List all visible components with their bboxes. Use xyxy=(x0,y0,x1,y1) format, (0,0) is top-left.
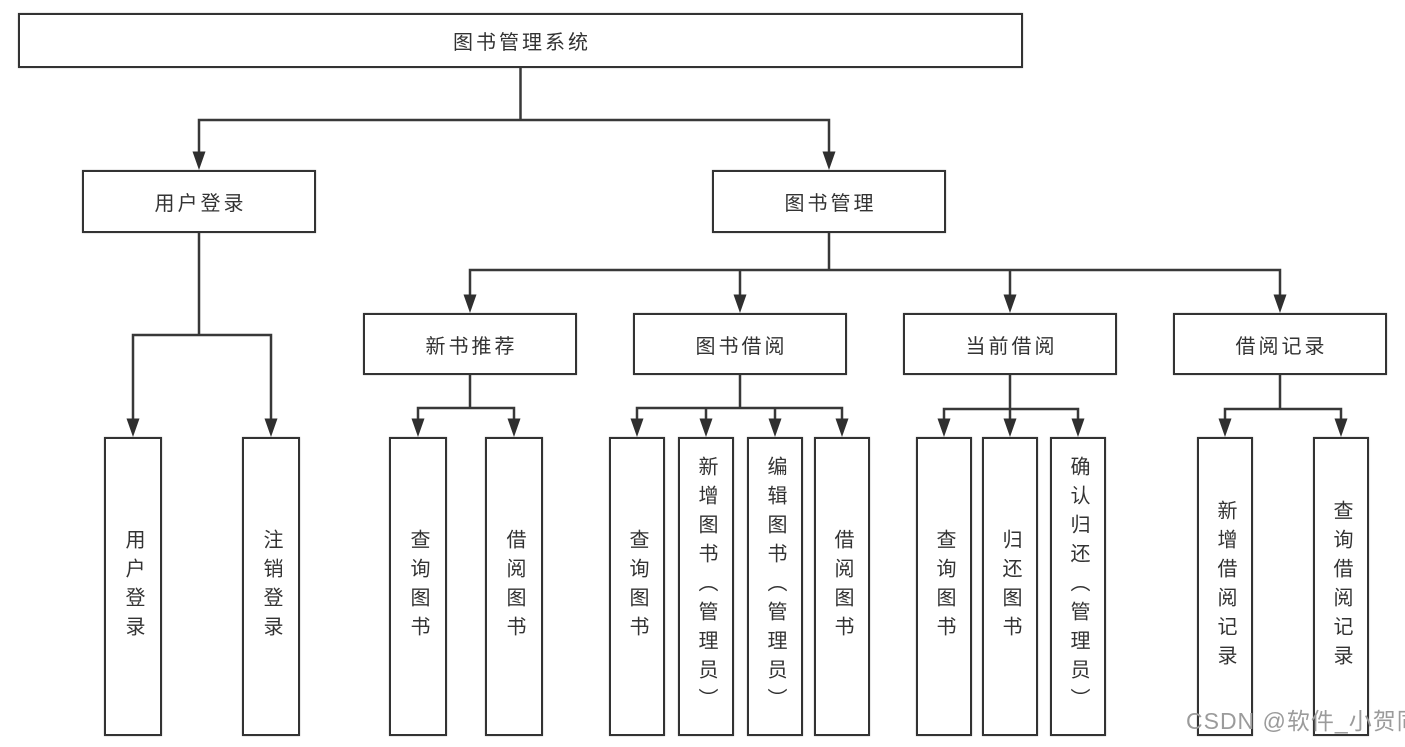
node-book-management: 图书管理 xyxy=(712,170,946,233)
leaf-logout-label: 注销登录 xyxy=(260,528,282,645)
leaf-user-login: 用户登录 xyxy=(104,437,162,736)
leaf-query-books-recommend: 查询图书 xyxy=(389,437,447,736)
leaf-query-borrow-record-label: 查询借阅记录 xyxy=(1330,499,1352,674)
leaf-confirm-return-admin: 确认归还（管理员） xyxy=(1050,437,1106,736)
leaf-borrow-books-recommend: 借阅图书 xyxy=(485,437,543,736)
node-book-management-label: 图书管理 xyxy=(784,193,877,215)
leaf-query-books-borrowing: 查询图书 xyxy=(609,437,665,736)
leaf-logout: 注销登录 xyxy=(242,437,300,736)
node-book-borrowing-label: 图书借阅 xyxy=(695,335,788,358)
leaf-add-borrow-record: 新增借阅记录 xyxy=(1197,437,1253,736)
leaf-user-login-label: 用户登录 xyxy=(122,528,144,645)
leaf-query-borrow-record: 查询借阅记录 xyxy=(1313,437,1369,736)
leaf-edit-book-admin-label: 编辑图书（管理员） xyxy=(764,456,786,717)
leaf-query-books-borrowing-label: 查询图书 xyxy=(626,528,648,645)
leaf-edit-book-admin: 编辑图书（管理员） xyxy=(747,437,803,736)
leaf-query-books-recommend-label: 查询图书 xyxy=(407,528,429,645)
leaf-borrow-books-label: 借阅图书 xyxy=(831,528,853,645)
node-borrowing-records-label: 借阅记录 xyxy=(1235,335,1328,358)
leaf-add-book-admin: 新增图书（管理员） xyxy=(678,437,734,736)
node-current-borrowing-label: 当前借阅 xyxy=(965,335,1058,358)
node-root: 图书管理系统 xyxy=(18,13,1023,68)
node-book-borrowing: 图书借阅 xyxy=(633,313,847,375)
node-borrowing-records: 借阅记录 xyxy=(1173,313,1387,375)
leaf-add-borrow-record-label: 新增借阅记录 xyxy=(1214,499,1236,674)
leaf-add-book-admin-label: 新增图书（管理员） xyxy=(695,456,717,717)
csdn-watermark: CSDN @软件_小贺同学 xyxy=(1186,708,1405,734)
node-user-login-branch-label: 用户登录 xyxy=(154,193,247,215)
leaf-return-books-label: 归还图书 xyxy=(999,528,1021,645)
node-new-book-recommend-label: 新书推荐 xyxy=(425,335,518,358)
leaf-return-books: 归还图书 xyxy=(982,437,1038,736)
leaf-confirm-return-admin-label: 确认归还（管理员） xyxy=(1067,456,1089,717)
leaf-borrow-books-recommend-label: 借阅图书 xyxy=(503,528,525,645)
leaf-query-books-current: 查询图书 xyxy=(916,437,972,736)
node-user-login-branch: 用户登录 xyxy=(82,170,316,233)
node-current-borrowing: 当前借阅 xyxy=(903,313,1117,375)
leaf-query-books-current-label: 查询图书 xyxy=(933,528,955,645)
node-root-label: 图书管理系统 xyxy=(453,32,591,54)
leaf-borrow-books: 借阅图书 xyxy=(814,437,870,736)
node-new-book-recommend: 新书推荐 xyxy=(363,313,577,375)
